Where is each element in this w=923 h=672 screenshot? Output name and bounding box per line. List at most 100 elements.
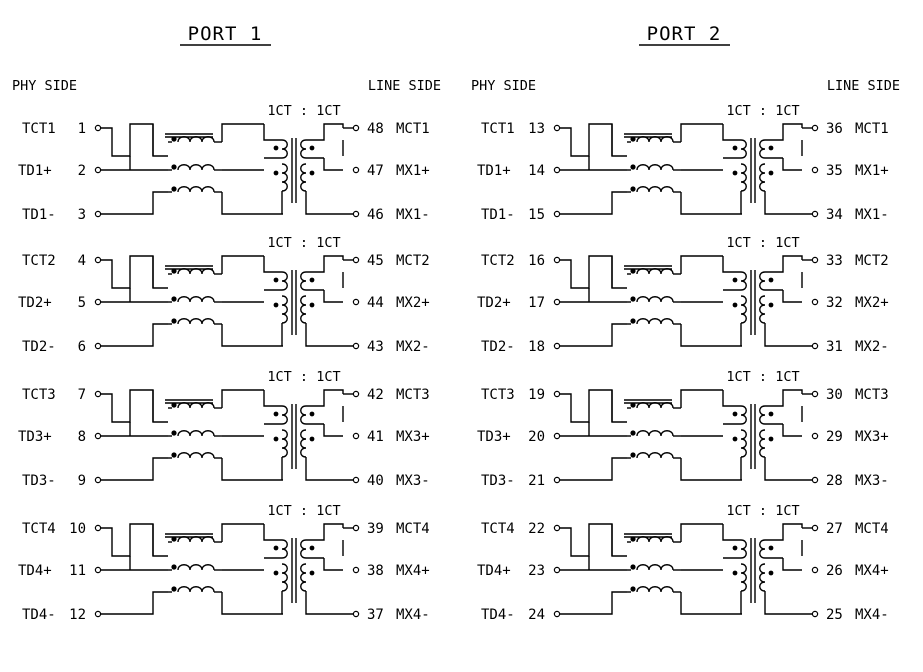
winding-dot [309,145,315,151]
phy-minus-pin: 9 [78,473,86,489]
phy-plus-pin: 20 [528,429,545,445]
phy-pin-terminal [553,166,561,174]
line-mx-plus-name: MX4+ [855,563,889,579]
phy-plus-name: TD3+ [18,429,52,445]
line-pin-terminal [352,432,360,440]
transformer-secondary-upper [300,271,307,291]
phy-ct-pin: 4 [78,253,86,269]
winding-dot [309,170,315,176]
line-mct-pin: 39 [367,521,384,537]
transformer-secondary-lower [759,563,766,592]
phy-pin-terminal [553,566,561,574]
line-mx-plus-pin: 29 [826,429,843,445]
phy-pin-terminal [553,342,561,350]
winding-dot [273,436,279,442]
winding-dot [732,545,738,551]
coil-dot [171,430,177,436]
phy-side-label: PHY SIDE [471,78,536,94]
phy-plus-name: TD2+ [18,295,52,311]
winding-dot [768,545,774,551]
phy-ct-pin: 16 [528,253,545,269]
winding-dot [273,411,279,417]
coil-dot [630,268,636,274]
phy-minus-pin: 24 [528,607,545,623]
winding-dot [309,277,315,283]
phy-minus-name: TD4- [481,607,515,623]
transformer-primary-upper [281,271,288,291]
line-mct-name: MCT4 [855,521,889,537]
phy-minus-pin: 18 [528,339,545,355]
phy-ct-name: TCT3 [481,387,515,403]
winding-dot [309,545,315,551]
transformer-secondary-upper [300,405,307,425]
winding-dot [273,302,279,308]
line-mx-plus-pin: 32 [826,295,843,311]
choke-winding [177,296,215,303]
transformer-primary-lower [281,429,288,458]
phy-ct-name: TCT1 [481,121,515,137]
transformer-primary-lower [740,429,747,458]
transformer-primary-lower [281,163,288,192]
line-mct-name: MCT4 [396,521,430,537]
winding-dot [732,570,738,576]
choke-winding [177,452,215,459]
line-mct-name: MCT2 [396,253,430,269]
coil-dot [630,586,636,592]
line-pin-terminal [352,166,360,174]
transformer-primary-upper [740,139,747,159]
line-mx-minus-name: MX4- [855,607,889,623]
phy-pin-terminal [553,256,561,264]
phy-minus-pin: 21 [528,473,545,489]
winding-dot [732,170,738,176]
turns-ratio: 1CT : 1CT [267,103,340,119]
coil-dot [630,296,636,302]
phy-pin-terminal [94,298,102,306]
line-pin-terminal [352,256,360,264]
choke-winding [636,586,674,593]
line-mx-minus-name: MX1- [855,207,889,223]
line-mx-minus-name: MX3- [396,473,430,489]
coil-dot [171,296,177,302]
winding-dot [768,411,774,417]
phy-pin-terminal [94,524,102,532]
winding-dot [309,411,315,417]
coil-dot [630,564,636,570]
phy-plus-name: TD1+ [18,163,52,179]
transformer-secondary-lower [300,295,307,324]
choke-winding [636,564,674,571]
coil-dot [630,164,636,170]
winding-dot [732,436,738,442]
coil-dot [171,318,177,324]
phy-pin-terminal [553,210,561,218]
phy-plus-name: TD2+ [477,295,511,311]
line-mx-plus-pin: 47 [367,163,384,179]
line-mx-minus-pin: 31 [826,339,843,355]
phy-plus-pin: 11 [69,563,86,579]
phy-pin-terminal [94,124,102,132]
line-mx-minus-name: MX2- [396,339,430,355]
line-mx-plus-name: MX2+ [855,295,889,311]
line-mx-minus-pin: 43 [367,339,384,355]
winding-dot [768,570,774,576]
phy-minus-pin: 15 [528,207,545,223]
line-mx-minus-pin: 28 [826,473,843,489]
line-mct-pin: 36 [826,121,843,137]
turns-ratio: 1CT : 1CT [726,235,799,251]
winding-dot [768,170,774,176]
line-mx-plus-pin: 26 [826,563,843,579]
phy-pin-terminal [94,476,102,484]
phy-pin-terminal [94,256,102,264]
line-pin-terminal [811,256,819,264]
transformer-secondary-upper [300,139,307,159]
line-mx-minus-name: MX2- [855,339,889,355]
phy-ct-name: TCT2 [22,253,56,269]
phy-plus-pin: 8 [78,429,86,445]
transformer-primary-upper [740,405,747,425]
choke-winding [636,318,674,325]
line-pin-terminal [811,298,819,306]
transformer-secondary-upper [759,139,766,159]
line-mx-plus-name: MX3+ [396,429,430,445]
